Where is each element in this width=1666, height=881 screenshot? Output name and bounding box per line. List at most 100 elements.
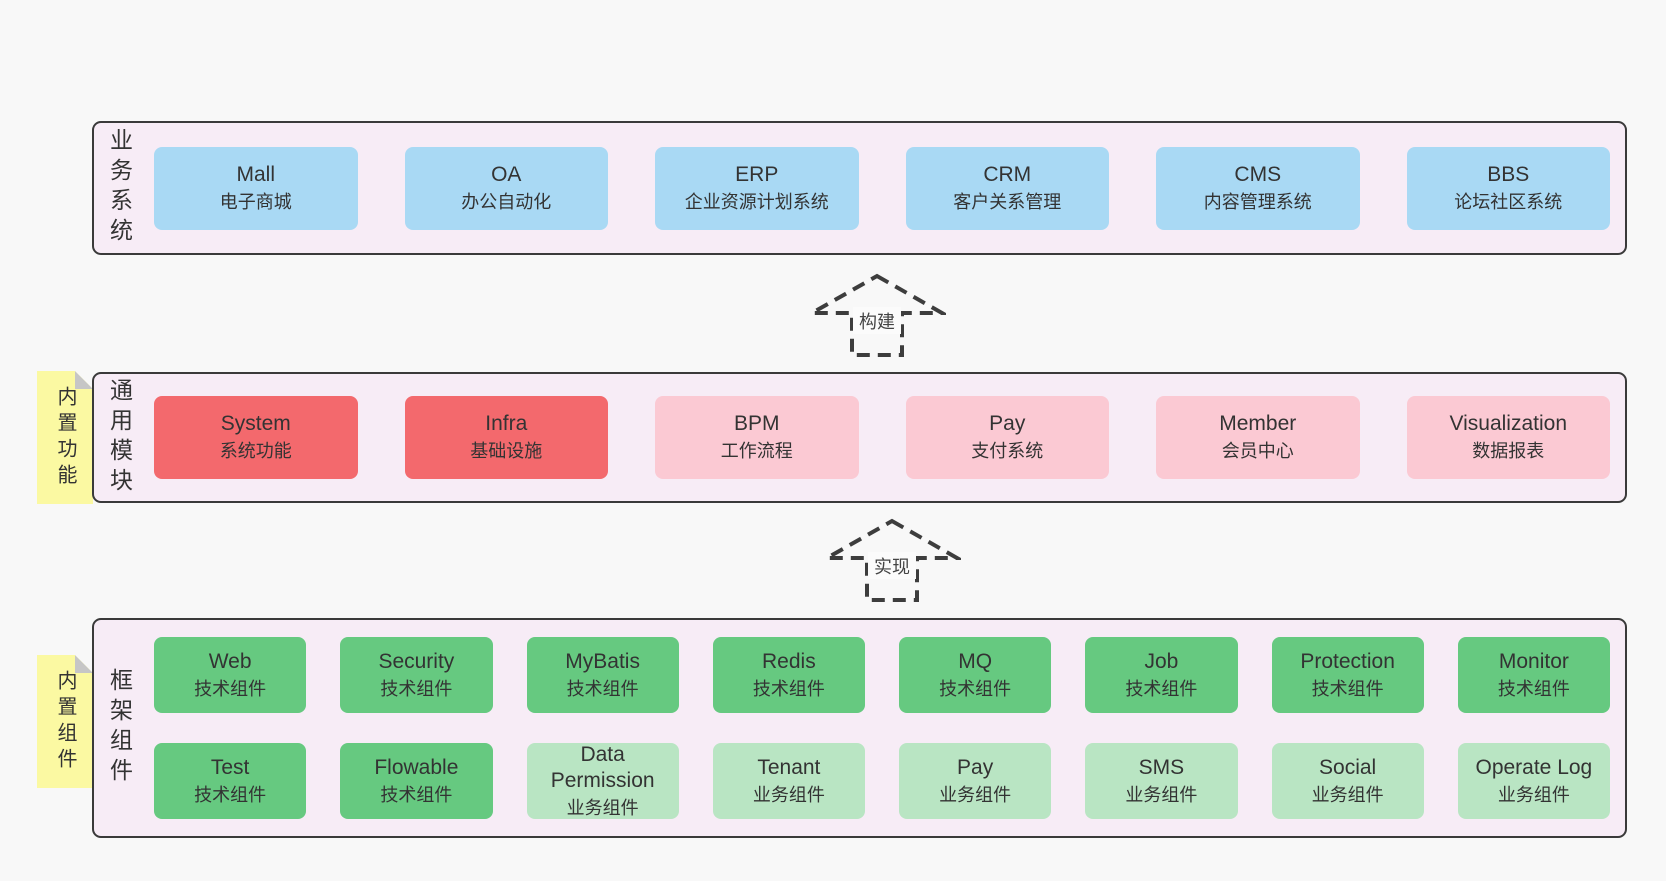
module-name: MyBatis [565, 649, 640, 673]
module-description: 论坛社区系统 [1454, 191, 1563, 212]
module-name: Operate Log [1475, 755, 1593, 779]
build-arrow-icon: 构建 [808, 273, 946, 357]
module-name: Redis [762, 649, 816, 673]
module-name: BBS [1487, 162, 1530, 186]
layer-label: 通用模块 [106, 377, 133, 498]
module-description: 技术组件 [380, 784, 453, 805]
module-description: 客户关系管理 [953, 191, 1062, 212]
module-description: 工作流程 [720, 441, 793, 462]
module-box-mq: MQ 技术组件 [899, 637, 1052, 713]
module-description: 支付系统 [971, 441, 1044, 462]
module-description: 业务组件 [939, 784, 1012, 805]
module-name: Web [208, 649, 252, 673]
sticky-note-built-in-features: 内置功能 [37, 371, 93, 504]
module-name: Infra [485, 412, 528, 436]
module-box-bpm: BPM 工作流程 [655, 396, 859, 479]
module-name: Protection [1300, 649, 1395, 673]
module-description: 技术组件 [1497, 678, 1570, 699]
sticky-note-built-in-components: 内置组件 [37, 655, 93, 788]
module-description: 业务组件 [566, 798, 639, 819]
module-box-bbs: BBS 论坛社区系统 [1406, 146, 1610, 230]
module-description: 业务组件 [1497, 784, 1570, 805]
module-box-visualization: Visualization 数据报表 [1406, 396, 1610, 479]
layer-label-wrap: 业务系统 [94, 123, 144, 253]
module-description: 技术组件 [939, 678, 1012, 699]
module-description: 业务组件 [1311, 784, 1384, 805]
module-name: Pay [957, 755, 994, 779]
module-name: SMS [1138, 755, 1185, 779]
module-name: Monitor [1498, 649, 1569, 673]
module-description: 技术组件 [194, 784, 267, 805]
layer-label-wrap: 框架组件 [94, 620, 144, 836]
module-description: 基础设施 [470, 441, 543, 462]
module-name: Pay [989, 412, 1026, 436]
module-description: 技术组件 [194, 678, 267, 699]
layer-label: 业务系统 [106, 128, 133, 248]
module-name: System [220, 412, 291, 436]
module-name: Social [1319, 755, 1377, 779]
module-description: 系统功能 [219, 441, 292, 462]
module-box-crm: CRM 客户关系管理 [905, 146, 1109, 230]
module-box-sms: SMS 业务组件 [1085, 743, 1238, 819]
module-description: 会员中心 [1221, 441, 1294, 462]
module-description: 技术组件 [1125, 678, 1198, 699]
module-box-mall: Mall 电子商城 [154, 146, 358, 230]
module-box-pay: Pay 业务组件 [899, 743, 1052, 819]
module-box-pay: Pay 支付系统 [905, 396, 1109, 479]
module-box-job: Job 技术组件 [1085, 637, 1238, 713]
module-name: Security [378, 649, 455, 673]
module-box-infra: Infra 基础设施 [404, 396, 608, 479]
module-box-system: System 系统功能 [154, 396, 358, 479]
layer-label-wrap: 通用模块 [94, 374, 144, 501]
module-box-web: Web 技术组件 [154, 637, 307, 713]
module-box-mybatis: MyBatis 技术组件 [526, 637, 679, 713]
module-name: OA [491, 162, 522, 186]
implement-arrow-label: 实现 [874, 557, 910, 577]
module-name: BPM [733, 412, 780, 436]
module-name: Flowable [374, 755, 459, 779]
module-name: CMS [1234, 162, 1282, 186]
module-box-social: Social 业务组件 [1271, 743, 1424, 819]
layer-label: 框架组件 [106, 668, 133, 788]
module-box-erp: ERP 企业资源计划系统 [655, 146, 859, 230]
sticky-note-label: 内置组件 [54, 669, 76, 774]
sticky-note-label: 内置功能 [54, 385, 76, 490]
module-name: Job [1144, 649, 1179, 673]
module-name: Mall [236, 162, 275, 186]
module-name: Tenant [757, 755, 821, 779]
layer-common-modules: 通用模块 System 系统功能 Infra 基础设施 BPM 工作流程 Pay 支付系统 Me… [92, 372, 1627, 503]
module-description: 内容管理系统 [1203, 191, 1312, 212]
module-description: 技术组件 [380, 678, 453, 699]
build-arrow-label: 构建 [859, 312, 895, 332]
module-name: Test [210, 755, 250, 779]
module-box-monitor: Monitor 技术组件 [1457, 637, 1610, 713]
module-description: 企业资源计划系统 [684, 191, 829, 212]
module-description: 数据报表 [1472, 441, 1545, 462]
layer-framework-components: 框架组件 Web 技术组件 Security 技术组件 MyBatis 技术组件 Redis… [92, 618, 1627, 838]
module-box-operate-log: Operate Log 业务组件 [1457, 743, 1610, 819]
module-description: 技术组件 [566, 678, 639, 699]
note-fold-corner-icon [75, 655, 93, 673]
module-box-cms: CMS 内容管理系统 [1156, 146, 1360, 230]
module-description: 业务组件 [1125, 784, 1198, 805]
module-box-security: Security 技术组件 [340, 637, 493, 713]
module-name: ERP [735, 162, 779, 186]
module-description: 电子商城 [219, 191, 292, 212]
note-fold-corner-icon [75, 371, 93, 389]
module-name: CRM [983, 162, 1032, 186]
module-name: MQ [958, 649, 993, 673]
module-name: Visualization [1449, 412, 1568, 436]
